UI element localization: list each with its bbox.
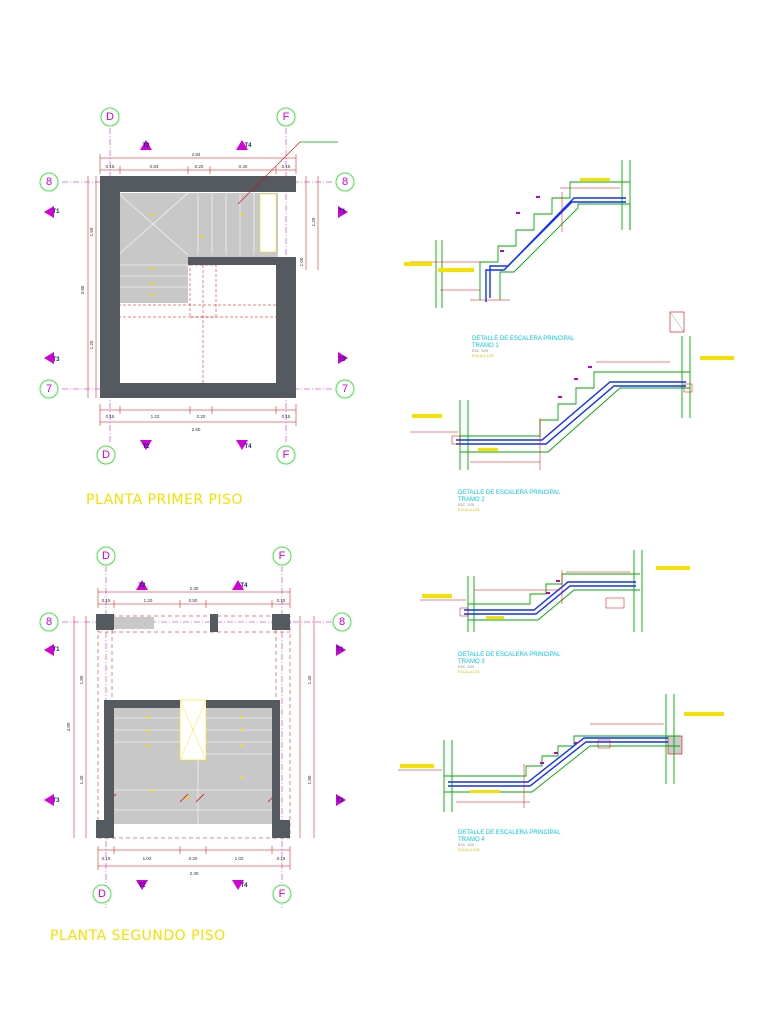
axis2-8-left: 8 xyxy=(46,616,52,628)
first-floor-plan: 2.84 0.15 0.83 0.20 0.40 0.15 2.60 0.15 … xyxy=(39,107,355,508)
dim-bottom-3: 0.20 xyxy=(197,414,206,419)
cut-t1-right: T1 xyxy=(338,209,346,215)
cut-t4-top: T4 xyxy=(244,143,252,149)
dim2-top-1: 0.15 xyxy=(102,598,111,603)
dim-bottom-2: 1.22 xyxy=(151,414,160,419)
detail-tramo-4: DETALLE DE ESCALERA PRINCIPAL TRAMO 4 ES… xyxy=(398,694,724,852)
cut2-t4-bottom: T4 xyxy=(240,883,248,889)
detail-1-note: ESC. 1/25 xyxy=(472,349,488,353)
dim2-bottom-5: 0.15 xyxy=(277,856,286,861)
axis2-d-bottom: D xyxy=(98,888,106,900)
cut-t1-left: T1 xyxy=(52,209,60,215)
axis-f-bottom: F xyxy=(283,449,290,461)
detail-tramo-3: DETALLE DE ESCALERA PRINCIPAL TRAMO 3 ES… xyxy=(420,550,690,674)
cut2-t4-top: T4 xyxy=(240,583,248,589)
dim-bottom-total: 2.60 xyxy=(192,427,201,432)
detail-2-note: ESC. 1/25 xyxy=(458,503,474,507)
second-floor-title: PLANTA SEGUNDO PISO xyxy=(50,928,226,944)
dim2-bottom-2: 1.02 xyxy=(143,856,152,861)
axis-7-right: 7 xyxy=(342,383,348,395)
dim-top-total: 2.84 xyxy=(192,152,201,157)
cut2-t3-right: T3 xyxy=(336,798,344,804)
detail-1-title: DETALLE DE ESCALERA PRINCIPAL xyxy=(472,336,575,342)
dim-bottom-4: 0.15 xyxy=(282,414,291,419)
detail-4-subtitle: TRAMO 4 xyxy=(458,837,485,843)
detail-4-scale: ESCALA 1/25 xyxy=(458,848,479,852)
detail-3-title: DETALLE DE ESCALERA PRINCIPAL xyxy=(458,652,561,658)
dim-right-1: 1.20 xyxy=(311,217,316,226)
dim2-left-total: 4.80 xyxy=(66,722,71,731)
dim2-left-1: 1.80 xyxy=(79,675,84,684)
dim-top-2: 0.83 xyxy=(150,164,159,169)
cut2-t1-left: T1 xyxy=(52,647,60,653)
axis-f-top: F xyxy=(283,111,290,123)
cut-t3-right: T3 xyxy=(338,357,346,363)
dim-top-5: 0.15 xyxy=(282,164,291,169)
detail-1-scale: ESCALA 1/25 xyxy=(472,354,493,358)
axis2-8-right: 8 xyxy=(339,616,345,628)
cut-t4-bottom: T4 xyxy=(244,444,252,450)
dim2-left-2: 1.40 xyxy=(79,775,84,784)
first-floor-walls xyxy=(100,176,296,398)
dim2-right-1: 1.40 xyxy=(307,675,312,684)
detail-tramo-2: DETALLE DE ESCALERA PRINCIPAL TRAMO 2 ES… xyxy=(410,311,734,512)
detail-2-title: DETALLE DE ESCALERA PRINCIPAL xyxy=(458,490,561,496)
axis-d-top: D xyxy=(106,111,114,123)
detail-4-title: DETALLE DE ESCALERA PRINCIPAL xyxy=(458,830,561,836)
dim2-top-2: 1.20 xyxy=(144,598,153,603)
cut-t2-bottom: T2 xyxy=(142,444,150,450)
axis-8-right: 8 xyxy=(342,176,348,188)
detail-2-scale: ESCALA 1/25 xyxy=(458,508,479,512)
cut2-t2-bottom: T2 xyxy=(138,883,146,889)
detail-1-subtitle: TRAMO 1 xyxy=(472,343,499,349)
detail-4-note: ESC. 1/25 xyxy=(458,843,474,847)
detail-3-note: ESC. 1/25 xyxy=(458,665,474,669)
dim2-top-4: 0.15 xyxy=(277,598,286,603)
dim2-top-3: 0.50 xyxy=(189,598,198,603)
dim2-bottom-4: 1.02 xyxy=(235,856,244,861)
axis-d-bottom: D xyxy=(102,449,110,461)
detail-3-subtitle: TRAMO 3 xyxy=(458,659,485,665)
dim-left-1: 1.50 xyxy=(89,227,94,236)
cut-t2-top: T2 xyxy=(142,143,150,149)
second-floor-plan: 2.30 0.15 1.20 0.50 0.15 2.30 0.15 1.02 … xyxy=(39,546,352,944)
axis-8-left: 8 xyxy=(46,176,52,188)
dim2-bottom-total: 2.30 xyxy=(190,871,199,876)
dim-top-1: 0.15 xyxy=(106,164,115,169)
detail-2-subtitle: TRAMO 2 xyxy=(458,497,485,503)
dim2-bottom-1: 0.15 xyxy=(102,856,111,861)
detail-3-scale: ESCALA 1/25 xyxy=(458,670,479,674)
axis2-d-top: D xyxy=(102,550,110,562)
axis2-f-bottom: F xyxy=(279,888,286,900)
dim-bottom-1: 0.15 xyxy=(106,414,115,419)
dim-left-2: 1.20 xyxy=(89,340,94,349)
dim-left-total: 3.80 xyxy=(80,285,85,294)
dim-top-4: 0.40 xyxy=(239,164,248,169)
dim2-top-total: 2.30 xyxy=(190,586,199,591)
axis2-f-top: F xyxy=(279,550,286,562)
cut-t3-left: T3 xyxy=(52,357,60,363)
dim2-right-2: 1.80 xyxy=(307,775,312,784)
first-floor-title: PLANTA PRIMER PISO xyxy=(86,492,243,508)
dim-top-3: 0.20 xyxy=(195,164,204,169)
cut2-t2-top: T2 xyxy=(138,583,146,589)
cut2-t3-left: T3 xyxy=(52,798,60,804)
dim-right-2: 1.00 xyxy=(299,257,304,266)
second-floor-walls xyxy=(96,700,290,838)
cut2-t1-right: T1 xyxy=(336,647,344,653)
axis-7-left: 7 xyxy=(46,383,52,395)
detail-tramo-1: DETALLE DE ESCALERA PRINCIPAL TRAMO 1 ES… xyxy=(404,160,631,358)
dim2-bottom-3: 0.20 xyxy=(189,856,198,861)
